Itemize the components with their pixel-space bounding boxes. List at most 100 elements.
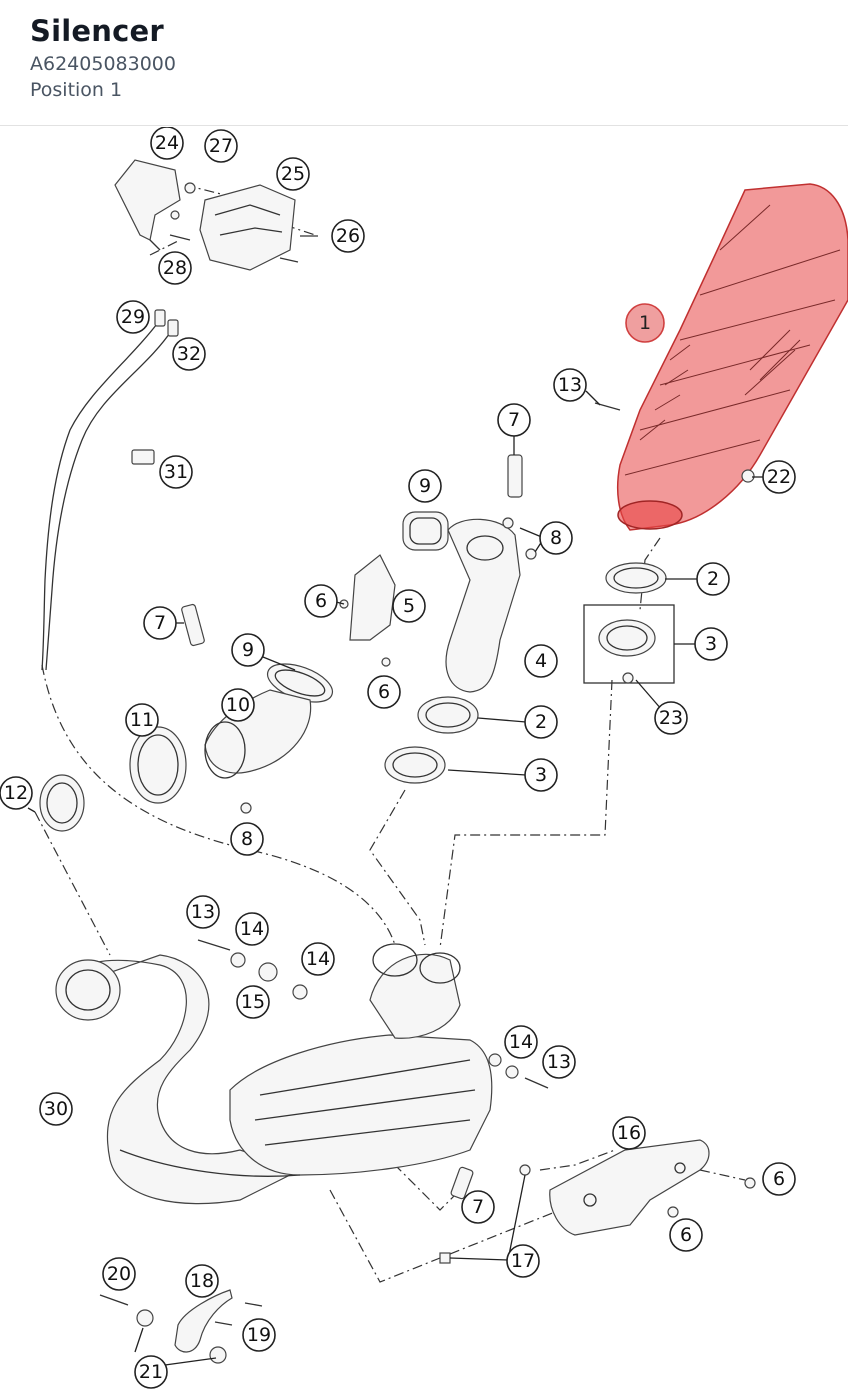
callout-6[interactable]: 6 bbox=[669, 1218, 703, 1252]
callout-2[interactable]: 2 bbox=[524, 705, 558, 739]
callout-12[interactable]: 12 bbox=[0, 776, 33, 810]
svg-text:27: 27 bbox=[209, 135, 233, 157]
svg-text:4: 4 bbox=[535, 650, 547, 672]
callout-27[interactable]: 27 bbox=[204, 129, 238, 163]
callout-29[interactable]: 29 bbox=[116, 300, 150, 334]
callout-13[interactable]: 13 bbox=[542, 1045, 576, 1079]
svg-text:20: 20 bbox=[107, 1263, 131, 1285]
callout-9[interactable]: 9 bbox=[408, 469, 442, 503]
callout-7[interactable]: 7 bbox=[497, 403, 531, 437]
svg-text:18: 18 bbox=[190, 1270, 214, 1292]
page-header: Silencer A62405083000 Position 1 bbox=[0, 0, 848, 126]
callout-10[interactable]: 10 bbox=[221, 688, 255, 722]
part-number: A62405083000 bbox=[30, 53, 176, 75]
callout-28[interactable]: 28 bbox=[158, 251, 192, 285]
callout-26[interactable]: 26 bbox=[331, 219, 365, 253]
callout-6[interactable]: 6 bbox=[762, 1162, 796, 1196]
svg-text:2: 2 bbox=[535, 711, 547, 733]
callout-23[interactable]: 23 bbox=[654, 701, 688, 735]
svg-text:32: 32 bbox=[177, 343, 201, 365]
callout-21[interactable]: 21 bbox=[134, 1355, 168, 1389]
callout-8[interactable]: 8 bbox=[539, 521, 573, 555]
svg-text:11: 11 bbox=[130, 709, 154, 731]
svg-text:2: 2 bbox=[707, 568, 719, 590]
svg-text:19: 19 bbox=[247, 1324, 271, 1346]
callout-31[interactable]: 31 bbox=[159, 455, 193, 489]
svg-text:6: 6 bbox=[378, 681, 390, 703]
callout-30[interactable]: 30 bbox=[39, 1092, 73, 1126]
svg-text:22: 22 bbox=[767, 466, 791, 488]
svg-text:8: 8 bbox=[241, 828, 253, 850]
small-hardware bbox=[99, 402, 756, 1364]
callout-11[interactable]: 11 bbox=[125, 703, 159, 737]
callout-3[interactable]: 3 bbox=[524, 758, 558, 792]
svg-text:21: 21 bbox=[139, 1361, 163, 1383]
callout-18[interactable]: 18 bbox=[185, 1264, 219, 1298]
svg-text:1: 1 bbox=[639, 312, 651, 334]
callout-24[interactable]: 24 bbox=[150, 127, 184, 160]
actuator-assembly bbox=[114, 159, 318, 271]
callout-16[interactable]: 16 bbox=[612, 1116, 646, 1150]
callout-19[interactable]: 19 bbox=[242, 1318, 276, 1352]
svg-text:6: 6 bbox=[773, 1168, 785, 1190]
svg-text:9: 9 bbox=[419, 475, 431, 497]
callout-13[interactable]: 13 bbox=[553, 368, 587, 402]
svg-text:24: 24 bbox=[155, 132, 179, 154]
callout-14[interactable]: 14 bbox=[235, 912, 269, 946]
leader-lines bbox=[27, 390, 764, 1366]
exploded-parts-diagram: 1 2 2 3 3 4 5 6 6 6 6 7 7 7 7 8 8 9 9 10… bbox=[0, 127, 848, 1389]
muffler-assembly bbox=[55, 943, 493, 1205]
svg-text:13: 13 bbox=[191, 901, 215, 923]
svg-text:23: 23 bbox=[659, 707, 683, 729]
svg-text:28: 28 bbox=[163, 257, 187, 279]
callout-4[interactable]: 4 bbox=[524, 644, 558, 678]
svg-text:30: 30 bbox=[44, 1098, 68, 1120]
callout-5[interactable]: 5 bbox=[392, 589, 426, 623]
callout-2[interactable]: 2 bbox=[696, 562, 730, 596]
callout-6[interactable]: 6 bbox=[304, 584, 338, 618]
svg-text:26: 26 bbox=[336, 225, 360, 247]
callout-1[interactable]: 1 bbox=[625, 303, 665, 343]
callout-17[interactable]: 17 bbox=[506, 1244, 540, 1278]
assembly-lines bbox=[34, 184, 746, 1283]
svg-text:31: 31 bbox=[164, 461, 188, 483]
svg-text:10: 10 bbox=[226, 694, 250, 716]
callout-20[interactable]: 20 bbox=[102, 1257, 136, 1291]
heat-shield bbox=[549, 1139, 710, 1236]
sensor-cable-assembly bbox=[41, 309, 179, 671]
svg-text:12: 12 bbox=[4, 782, 28, 804]
silencer-part-1[interactable] bbox=[616, 183, 848, 531]
svg-text:7: 7 bbox=[508, 409, 520, 431]
callout-8[interactable]: 8 bbox=[230, 822, 264, 856]
page-title: Silencer bbox=[30, 14, 164, 48]
svg-text:5: 5 bbox=[403, 595, 415, 617]
svg-text:7: 7 bbox=[154, 612, 166, 634]
svg-text:9: 9 bbox=[242, 639, 254, 661]
callout-9[interactable]: 9 bbox=[231, 633, 265, 667]
callout-3[interactable]: 3 bbox=[694, 627, 728, 661]
svg-text:16: 16 bbox=[617, 1122, 641, 1144]
svg-text:6: 6 bbox=[315, 590, 327, 612]
svg-text:3: 3 bbox=[705, 633, 717, 655]
svg-text:13: 13 bbox=[558, 374, 582, 396]
callout-14[interactable]: 14 bbox=[301, 942, 335, 976]
svg-text:8: 8 bbox=[550, 527, 562, 549]
svg-text:25: 25 bbox=[281, 163, 305, 185]
gaskets-and-clamps bbox=[39, 511, 675, 832]
svg-text:29: 29 bbox=[121, 306, 145, 328]
callout-7[interactable]: 7 bbox=[143, 606, 177, 640]
svg-text:13: 13 bbox=[547, 1051, 571, 1073]
callout-15[interactable]: 15 bbox=[236, 985, 270, 1019]
svg-text:7: 7 bbox=[472, 1196, 484, 1218]
svg-text:14: 14 bbox=[240, 918, 264, 940]
callout-13[interactable]: 13 bbox=[186, 895, 220, 929]
svg-text:3: 3 bbox=[535, 764, 547, 786]
callout-14[interactable]: 14 bbox=[504, 1025, 538, 1059]
callout-6[interactable]: 6 bbox=[367, 675, 401, 709]
lambda-sensors bbox=[181, 454, 523, 1200]
callout-7[interactable]: 7 bbox=[461, 1190, 495, 1224]
callout-22[interactable]: 22 bbox=[762, 460, 796, 494]
callout-32[interactable]: 32 bbox=[172, 337, 206, 371]
svg-text:15: 15 bbox=[241, 991, 265, 1013]
callout-25[interactable]: 25 bbox=[276, 157, 310, 191]
